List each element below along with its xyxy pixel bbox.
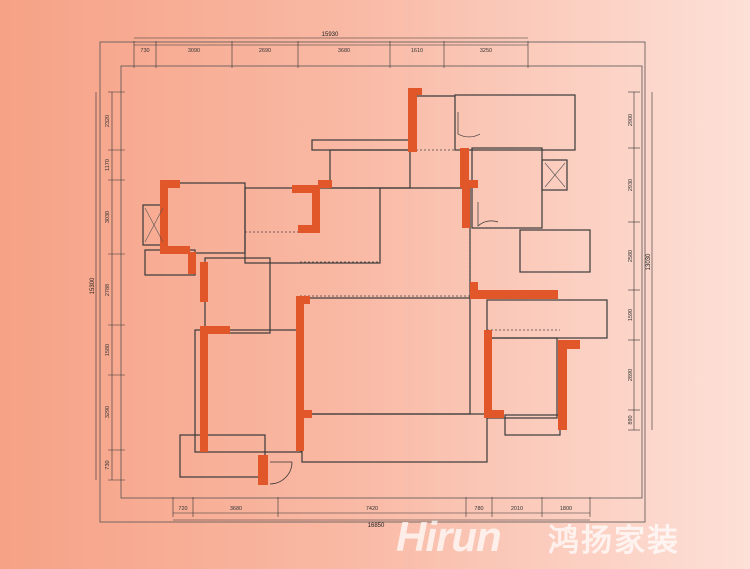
plan-walls bbox=[142, 94, 608, 478]
highlighted-wall bbox=[160, 180, 168, 252]
balcony-outline bbox=[454, 94, 576, 151]
highlighted-walls bbox=[160, 88, 580, 485]
bottom-dim-label: 1800 bbox=[560, 506, 572, 512]
left-dim-label: 2788 bbox=[105, 284, 111, 296]
highlighted-wall bbox=[200, 330, 208, 452]
highlighted-wall bbox=[318, 180, 332, 188]
top-total-label: 15930 bbox=[322, 32, 339, 38]
bottom-dim-label: 7420 bbox=[366, 506, 378, 512]
highlighted-wall bbox=[188, 252, 196, 274]
right-total-label: 13030 bbox=[646, 253, 652, 270]
highlighted-wall bbox=[296, 410, 312, 418]
bottom-dim-label: 2010 bbox=[511, 506, 523, 512]
bottom-total-label: 16850 bbox=[368, 523, 385, 529]
highlighted-wall bbox=[460, 180, 478, 188]
door-swing bbox=[269, 461, 293, 485]
dimension-labels: 15930 730 3090 2690 3680 1610 3250 720 3… bbox=[90, 32, 652, 529]
highlighted-wall bbox=[470, 282, 478, 299]
outer-frame bbox=[99, 41, 646, 523]
highlighted-wall bbox=[470, 290, 558, 299]
right-dim-label: 1590 bbox=[628, 309, 634, 321]
shaft-cross bbox=[144, 207, 164, 243]
door-swing bbox=[477, 202, 499, 227]
highlighted-wall bbox=[408, 88, 417, 152]
top-dim-label: 3680 bbox=[338, 48, 350, 54]
left-dim-label: 3290 bbox=[105, 406, 111, 418]
right-dim-label: 890 bbox=[628, 415, 634, 424]
highlighted-wall bbox=[484, 410, 504, 418]
counter-outline bbox=[519, 229, 591, 273]
terrace-outline bbox=[301, 413, 488, 463]
right-dim-label: 2580 bbox=[628, 250, 634, 262]
highlighted-wall bbox=[296, 296, 304, 451]
highlighted-wall bbox=[558, 340, 567, 430]
highlighted-wall bbox=[460, 148, 469, 188]
inner-frame bbox=[120, 65, 643, 499]
kitchen-outline bbox=[471, 147, 543, 229]
highlighted-wall bbox=[296, 296, 310, 304]
bottom-dim-label: 780 bbox=[474, 506, 483, 512]
highlighted-wall bbox=[200, 262, 208, 302]
highlighted-wall bbox=[160, 246, 190, 254]
room-outline bbox=[486, 337, 558, 419]
opening-dashes bbox=[245, 149, 590, 331]
bottom-dim-label: 720 bbox=[178, 506, 187, 512]
watermark-brand: 鸿扬家装 bbox=[548, 523, 680, 559]
highlighted-wall bbox=[292, 185, 320, 193]
room-outline bbox=[486, 299, 608, 339]
shaft-outline bbox=[541, 159, 568, 191]
door-swing bbox=[457, 112, 481, 138]
room-outline bbox=[204, 257, 271, 334]
watermark-logo: Hirun bbox=[396, 513, 502, 560]
highlighted-wall bbox=[160, 180, 180, 188]
room-outline bbox=[329, 149, 411, 189]
bottom-dim-label: 3680 bbox=[230, 506, 242, 512]
doors bbox=[269, 112, 499, 485]
highlighted-wall bbox=[312, 185, 320, 233]
highlighted-wall bbox=[258, 455, 268, 485]
room-outline bbox=[162, 182, 246, 254]
left-total-label: 15300 bbox=[90, 277, 96, 294]
right-dim-label: 2900 bbox=[628, 114, 634, 126]
dimension-lines bbox=[95, 37, 653, 521]
shaft-marks bbox=[144, 162, 566, 243]
highlighted-wall bbox=[462, 188, 470, 228]
left-dim-label: 3030 bbox=[105, 211, 111, 223]
top-dim-label: 730 bbox=[140, 48, 149, 54]
wall-segment bbox=[311, 139, 413, 151]
highlighted-wall bbox=[408, 88, 422, 95]
top-dim-label: 2690 bbox=[259, 48, 271, 54]
top-dim-label: 1610 bbox=[411, 48, 423, 54]
shaft-cross bbox=[544, 162, 566, 188]
highlighted-wall bbox=[484, 330, 492, 415]
top-dim-label: 3090 bbox=[188, 48, 200, 54]
highlighted-wall bbox=[200, 326, 230, 334]
top-dim-label: 3250 bbox=[480, 48, 492, 54]
right-dim-label: 2890 bbox=[628, 369, 634, 381]
bay-window-outline bbox=[179, 434, 266, 478]
bedroom-outline bbox=[194, 329, 302, 453]
highlighted-wall bbox=[558, 340, 580, 349]
right-dim-label: 2930 bbox=[628, 179, 634, 191]
living-room-outline bbox=[299, 297, 471, 415]
left-dim-label: 2320 bbox=[105, 115, 111, 127]
left-dim-label: 1170 bbox=[105, 159, 111, 171]
highlighted-wall bbox=[298, 225, 318, 233]
left-dim-label: 730 bbox=[105, 460, 111, 469]
left-dim-label: 1580 bbox=[105, 344, 111, 356]
outer-frames bbox=[99, 41, 646, 523]
